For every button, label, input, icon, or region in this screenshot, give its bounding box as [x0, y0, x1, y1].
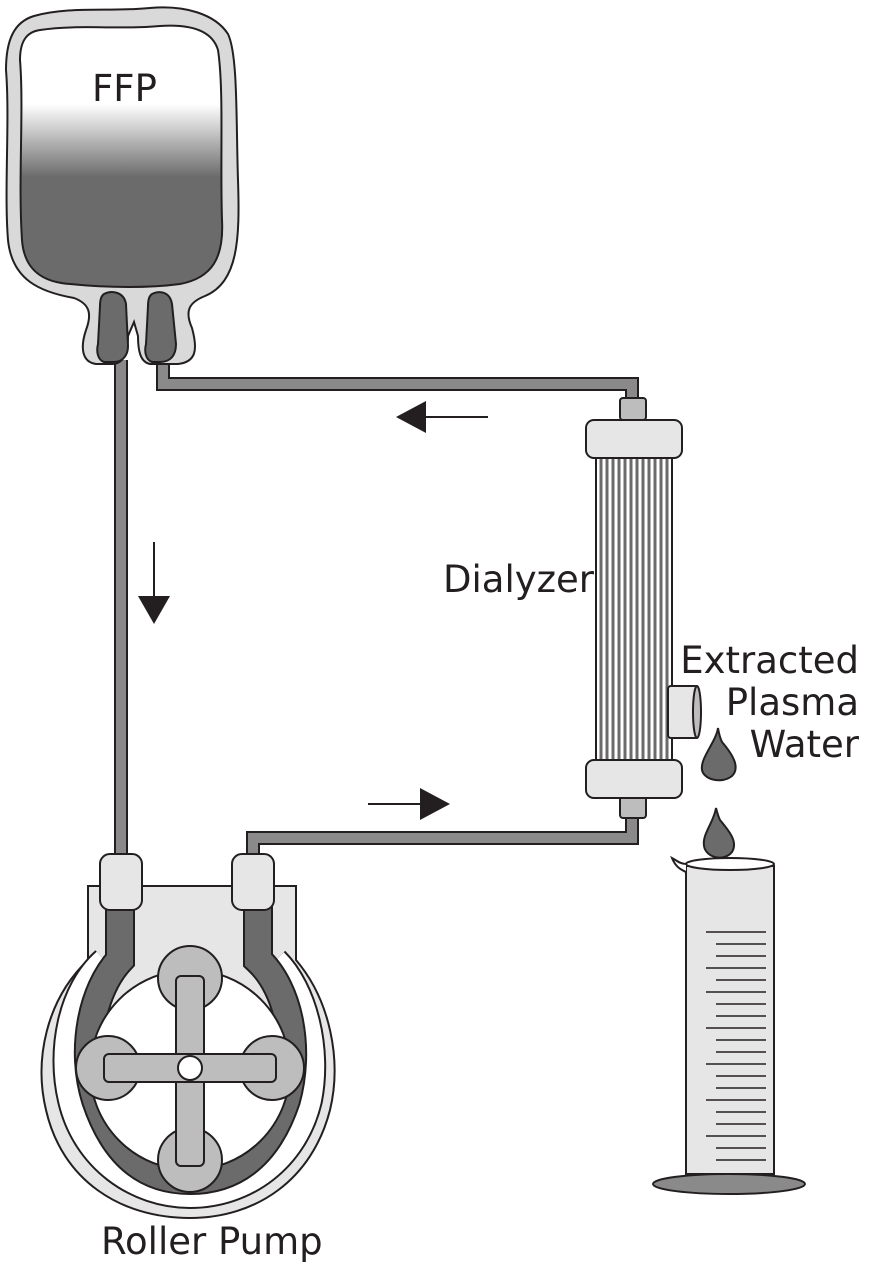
flow-arrow-left: [396, 401, 488, 433]
roller-pump-label: Roller Pump: [101, 1220, 323, 1263]
extracted-plasma-water-label: Extracted Plasma Water: [680, 640, 859, 766]
dialyzer-icon: [585, 397, 702, 819]
flow-arrow-right: [368, 788, 450, 820]
drop-icon: [700, 727, 737, 859]
extracted-label-line-2: Plasma: [725, 681, 859, 724]
ffp-bag-label: FFP: [92, 67, 157, 110]
graduated-cylinder-icon: [652, 855, 806, 1195]
tubing: [114, 360, 639, 862]
flow-arrow-down: [138, 542, 170, 624]
extracted-label-line-3: Water: [749, 723, 859, 766]
dialyzer-label: Dialyzer: [443, 558, 595, 601]
roller-pump-icon: [40, 853, 336, 1220]
ffp-bag-icon: [4, 6, 240, 365]
extracted-label-line-1: Extracted: [680, 639, 859, 682]
